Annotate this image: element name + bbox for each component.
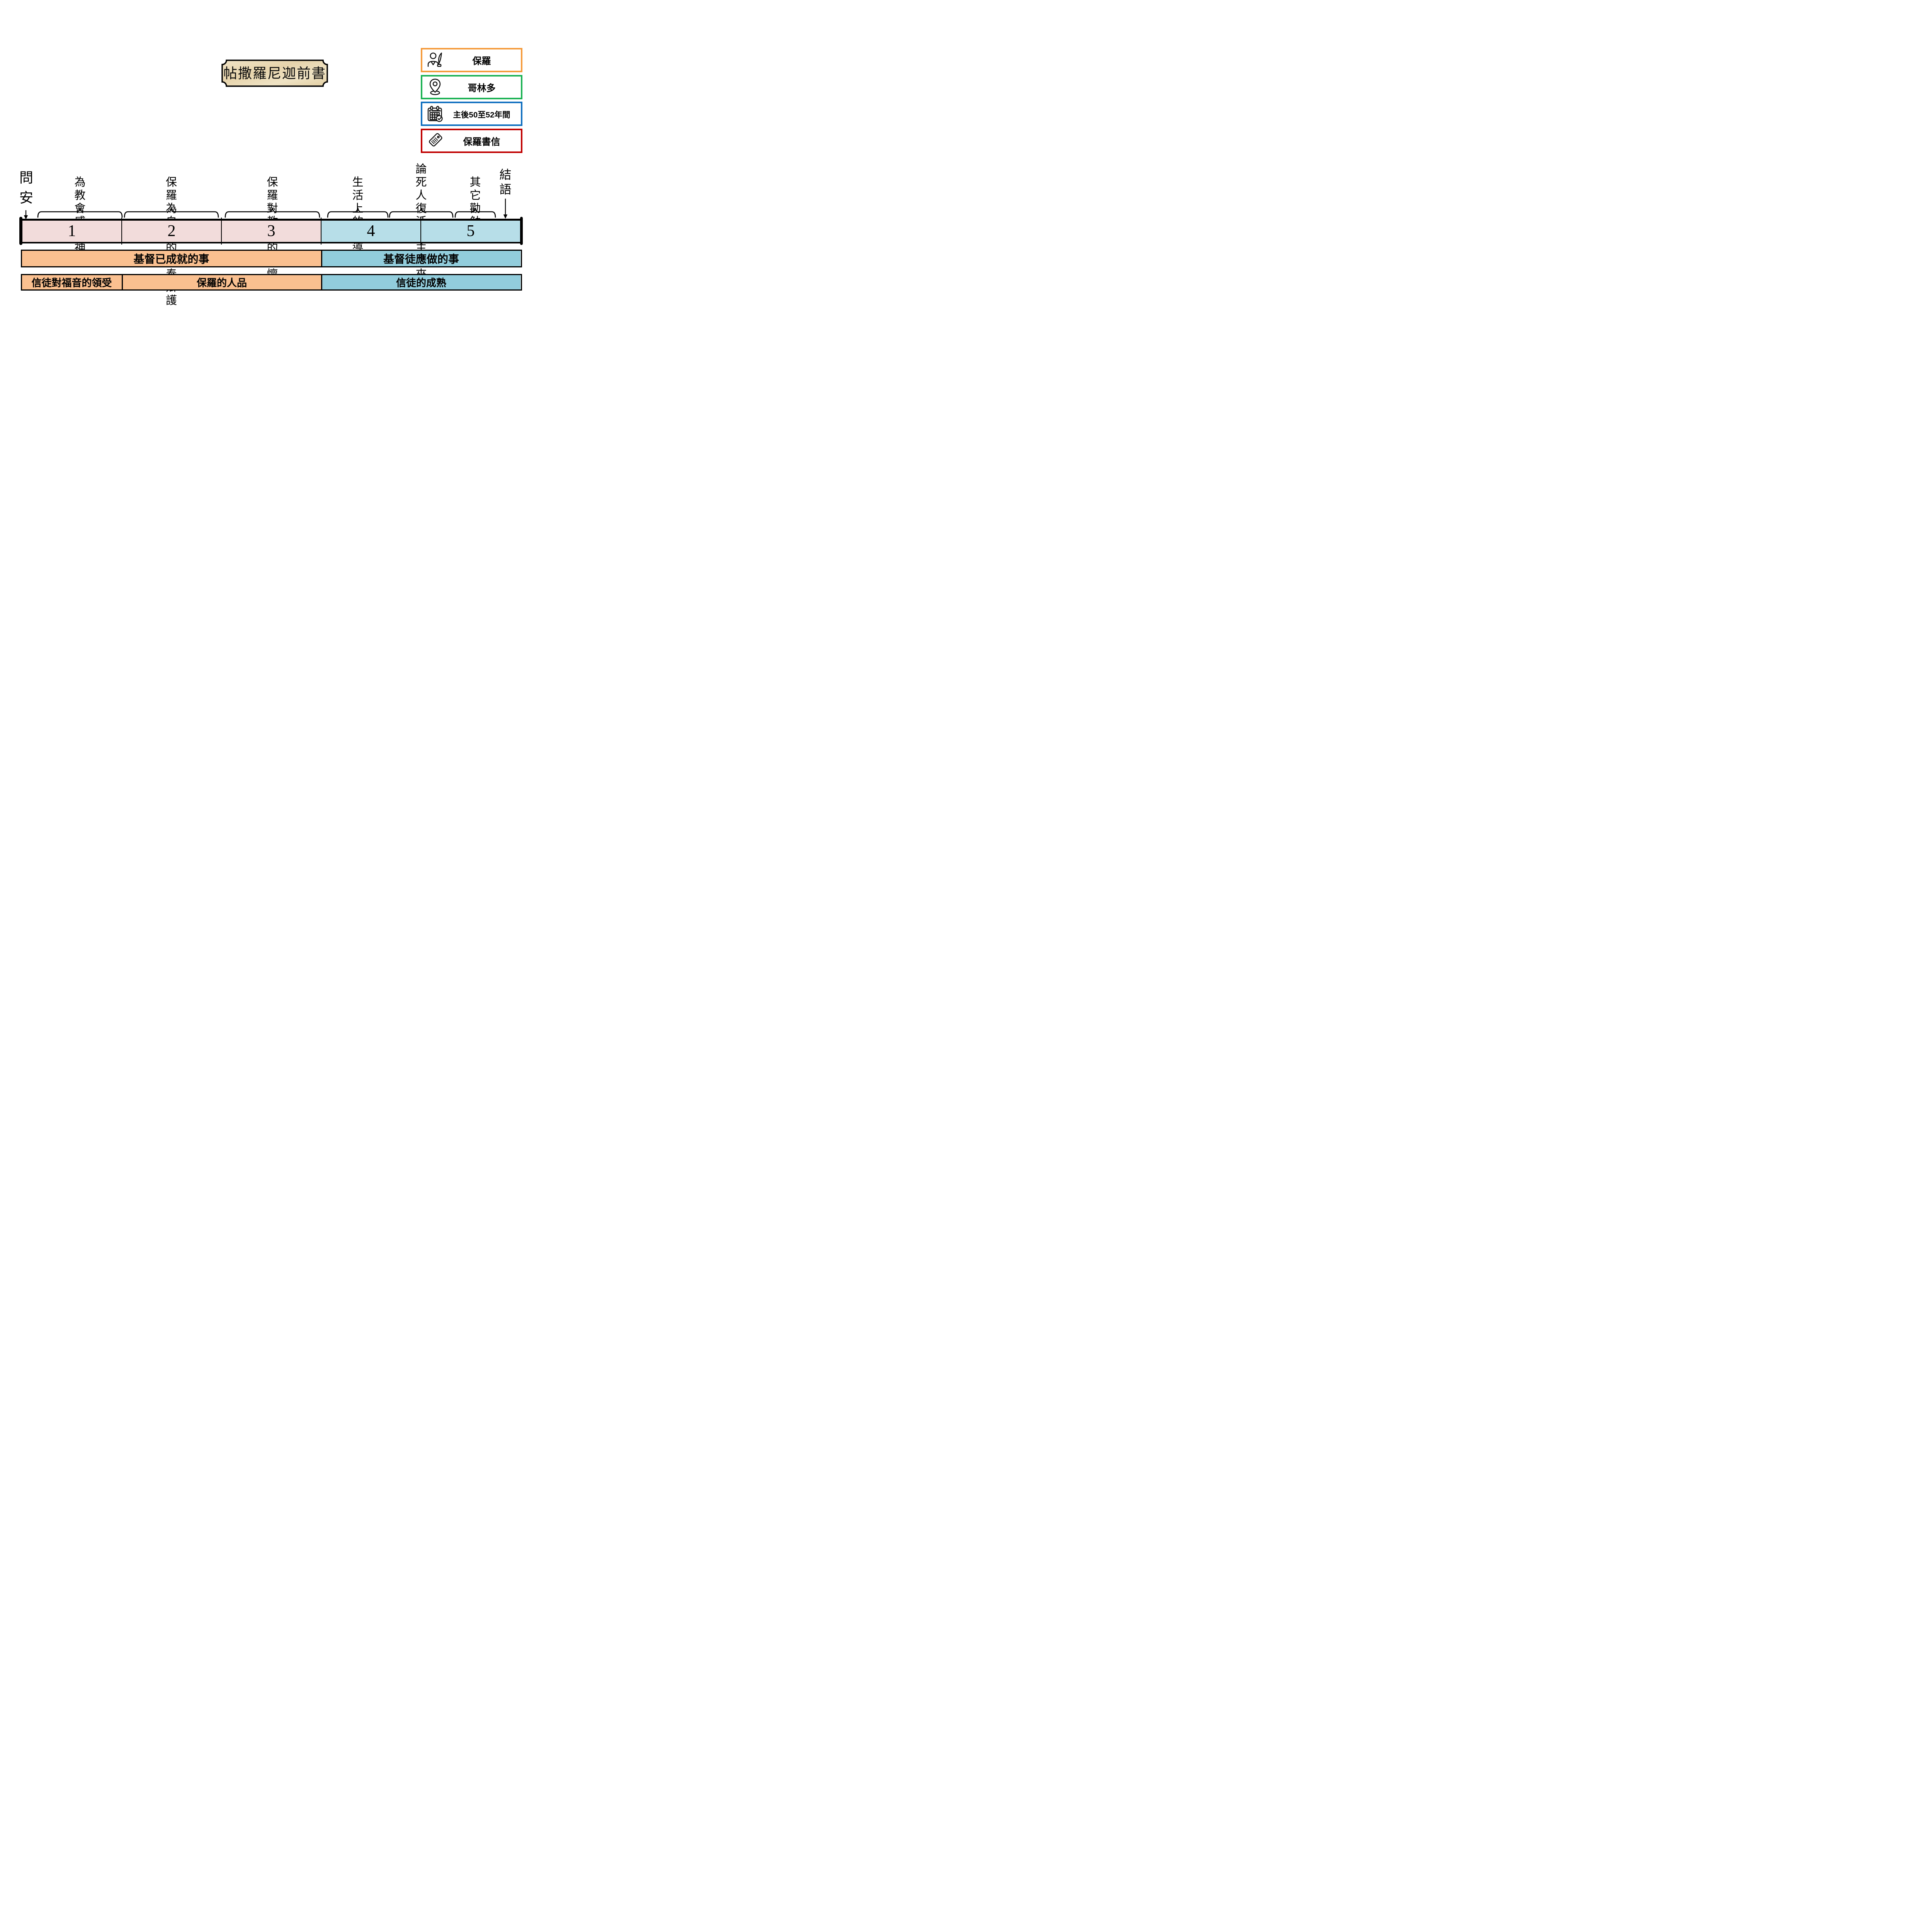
chapter-bar-top-border bbox=[20, 219, 522, 221]
section-brace bbox=[454, 208, 496, 218]
section-brace bbox=[327, 208, 389, 218]
legend-item-label: 保羅書信 bbox=[463, 136, 500, 147]
bar-end-cap bbox=[19, 217, 22, 245]
bar-end-cap bbox=[520, 217, 523, 245]
chapter-cell: 3 bbox=[221, 220, 321, 242]
chapter-tick bbox=[221, 218, 222, 245]
end-marker-arrow bbox=[503, 199, 508, 221]
theme-segment: 基督徒應做的事 bbox=[321, 251, 520, 266]
theme-row: 信徒對福音的領受 保羅的人品 信徒的成熟 bbox=[20, 274, 522, 291]
legend-item-label: 哥林多 bbox=[468, 83, 496, 94]
chapter-number: 1 bbox=[68, 222, 76, 240]
legend-item-label: 保羅 bbox=[472, 56, 491, 66]
theme-segment-label: 信徒對福音的領受 bbox=[31, 277, 112, 289]
theme-segment-label: 基督已成就的事 bbox=[133, 253, 209, 265]
chapter-number: 3 bbox=[267, 222, 276, 240]
start-marker-label: 問 安 bbox=[19, 170, 34, 206]
chapter-cell: 2 bbox=[122, 220, 221, 242]
theme-segment: 基督已成就的事 bbox=[22, 251, 321, 266]
down-arrow-icon bbox=[503, 199, 508, 219]
legend: 保羅 哥林多 主後50至52年間 保羅書信 bbox=[421, 48, 522, 155]
chapter-number: 2 bbox=[167, 222, 176, 240]
chapter-cell: 1 bbox=[22, 220, 122, 242]
legend-item-label: 主後50至52年間 bbox=[453, 110, 510, 119]
section-brace bbox=[124, 208, 219, 218]
location-pin-icon bbox=[426, 78, 444, 96]
theme-segment-label: 信徒的成熟 bbox=[396, 277, 446, 289]
chapter-cell: 5 bbox=[421, 220, 520, 242]
book-title-plaque: 帖撒羅尼迦前書 bbox=[221, 60, 328, 87]
theme-segment: 信徒對福音的領受 bbox=[22, 275, 122, 289]
tag-icon bbox=[426, 132, 444, 150]
section-brace bbox=[389, 208, 454, 218]
book-title: 帖撒羅尼迦前書 bbox=[223, 65, 326, 81]
theme-row: 基督已成就的事 基督徒應做的事 bbox=[20, 250, 522, 267]
legend-item: 保羅書信 bbox=[421, 128, 522, 153]
calendar-check-icon bbox=[426, 105, 444, 123]
legend-item: 主後50至52年間 bbox=[421, 102, 522, 126]
chapter-cell: 4 bbox=[321, 220, 421, 242]
theme-segment-label: 基督徒應做的事 bbox=[383, 253, 459, 265]
chapter-tick bbox=[121, 218, 122, 245]
theme-segment: 信徒的成熟 bbox=[321, 275, 520, 289]
plaque-shape bbox=[221, 60, 328, 87]
author-icon bbox=[426, 51, 444, 69]
chapter-number: 4 bbox=[367, 222, 375, 240]
section-brace bbox=[224, 208, 320, 218]
chapter-number: 5 bbox=[466, 222, 475, 240]
diagram-canvas: 帖撒羅尼迦前書 保羅 哥林多 bbox=[0, 0, 542, 383]
end-marker-label: 結 語 bbox=[499, 168, 512, 196]
legend-item: 保羅 bbox=[421, 48, 522, 72]
chapter-tick bbox=[420, 218, 422, 245]
legend-item: 哥林多 bbox=[421, 75, 522, 99]
section-brace bbox=[37, 208, 123, 218]
down-arrow-icon bbox=[24, 210, 28, 219]
start-marker-arrow bbox=[23, 210, 29, 221]
chapter-cells: 1 2 3 4 5 bbox=[22, 220, 520, 242]
theme-segment-label: 保羅的人品 bbox=[196, 277, 247, 289]
theme-segment: 保羅的人品 bbox=[121, 275, 321, 289]
chapter-bar-bottom-border bbox=[20, 242, 522, 243]
